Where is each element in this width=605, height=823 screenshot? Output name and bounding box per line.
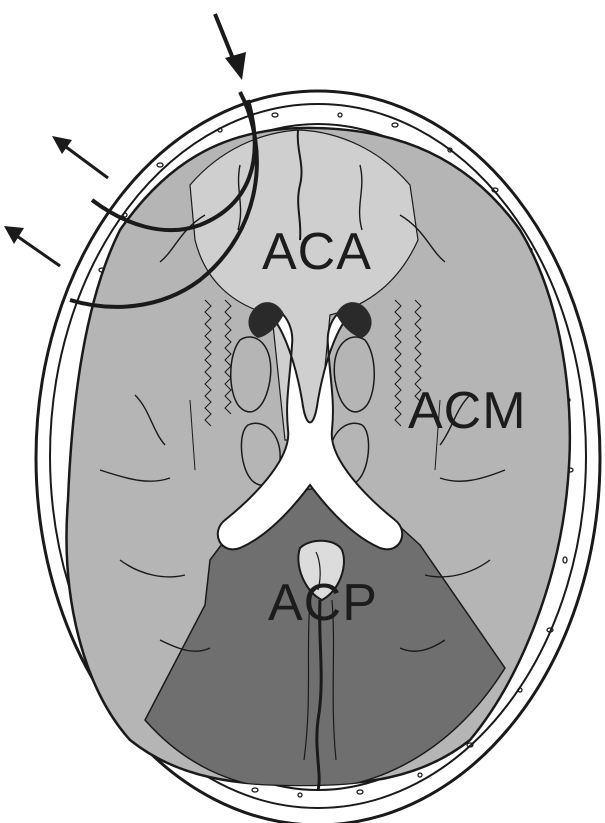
- label-acm: ACM: [408, 385, 527, 437]
- arrow-up-left-icon: [4, 226, 60, 266]
- label-acp: ACP: [268, 577, 378, 629]
- label-aca: ACA: [262, 226, 372, 278]
- arrow-up-left-icon: [52, 136, 108, 178]
- arrow-down-icon: [215, 14, 246, 80]
